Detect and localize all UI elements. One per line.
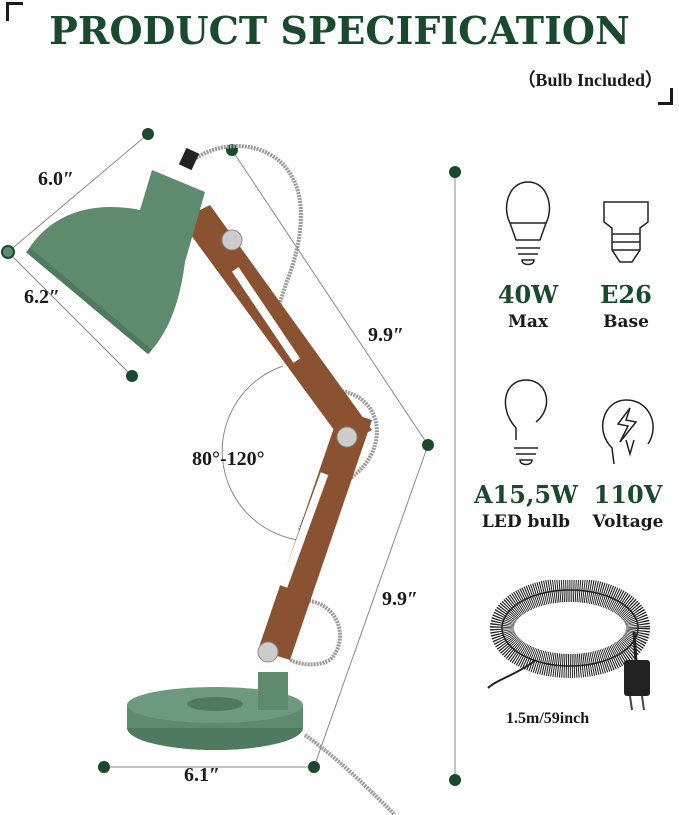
page-title: PRODUCT SPECIFICATION [49, 8, 630, 53]
corner-bracket-top-left [6, 2, 23, 21]
power-cord-icon [487, 580, 650, 710]
spec-value: 110V [593, 480, 663, 509]
spec-label: Max [508, 312, 548, 332]
spec-label: LED bulb [481, 512, 571, 532]
spec-value: E26 [600, 280, 652, 309]
angle-range-label: 80°-120° [192, 448, 265, 470]
led-bulb-icon [504, 379, 548, 466]
spec-label: Base [603, 312, 649, 332]
spec-value: A15,5W [473, 480, 579, 509]
shade-diameter-label: 6.2″ [24, 286, 61, 308]
base-diameter-label: 6.1″ [184, 764, 221, 786]
upper-arm-label: 9.9″ [368, 324, 405, 346]
spec-label: Voltage [592, 512, 664, 532]
spec-value: 40W [497, 280, 559, 309]
corner-bracket-bottom-right [658, 88, 673, 105]
lamp-base-icon [603, 201, 649, 263]
bulb-icon [505, 181, 551, 266]
lower-arm-label: 9.9″ [382, 588, 419, 610]
cord-length-label: 1.5m/59inch [506, 710, 590, 727]
shade-height-label: 6.0″ [38, 168, 75, 190]
lamp-illustration [1, 128, 461, 815]
voltage-icon [601, 399, 654, 465]
subtitle: （Bulb Included） [517, 70, 663, 90]
